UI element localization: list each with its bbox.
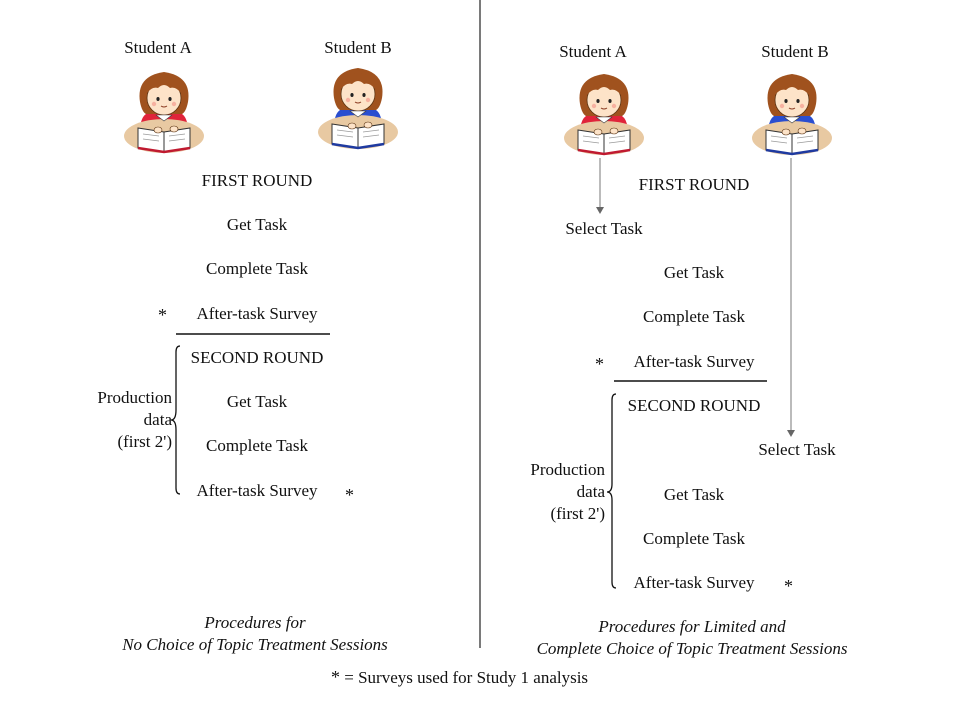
footnote-star: *	[331, 667, 340, 687]
right-production-line-2: data	[576, 482, 605, 501]
student-a-illustration-left	[124, 71, 205, 154]
right-select-task-a: Select Task	[565, 219, 643, 238]
right-get-task-2: Get Task	[663, 485, 725, 504]
left-get-task-1: Get Task	[226, 215, 288, 234]
right-caption-line-1: Procedures for Limited and	[598, 617, 786, 636]
left-survey-1: After-task Survey	[196, 304, 318, 323]
right-survey-2-star: *	[784, 576, 793, 596]
left-survey-2-star: *	[345, 485, 354, 505]
right-production-bracket	[606, 393, 617, 589]
student-b-illustration-left	[318, 67, 399, 150]
left-survey-1-star: *	[158, 305, 167, 325]
left-get-task-2: Get Task	[226, 392, 288, 411]
left-student-a-label: Student A	[124, 38, 192, 57]
right-survey-1: After-task Survey	[633, 352, 755, 371]
student-a-illustration-right	[564, 73, 645, 156]
left-survey-2: After-task Survey	[196, 481, 318, 500]
footnote-text: = Surveys used for Study 1 analysis	[344, 668, 589, 687]
right-survey-2: After-task Survey	[633, 573, 755, 592]
left-second-round: SECOND ROUND	[190, 348, 324, 367]
right-student-b-label: Student B	[761, 42, 829, 61]
left-caption-line-2: No Choice of Topic Treatment Sessions	[122, 635, 388, 654]
left-production-line-3: (first 2')	[117, 432, 172, 451]
left-student-b-label: Student B	[324, 38, 392, 57]
left-production-line-1: Production	[97, 388, 172, 407]
right-select-task-b: Select Task	[758, 440, 836, 459]
left-complete-task-2: Complete Task	[206, 436, 308, 455]
student-b-illustration-right	[752, 73, 833, 156]
right-survey-1-star: *	[595, 354, 604, 374]
right-first-round: FIRST ROUND	[638, 175, 750, 194]
left-production-line-2: data	[143, 410, 172, 429]
right-get-task-1: Get Task	[663, 263, 725, 282]
footnote: * = Surveys used for Study 1 analysis	[331, 668, 588, 686]
left-complete-task-1: Complete Task	[206, 259, 308, 278]
left-first-round: FIRST ROUND	[201, 171, 313, 190]
right-production-line-3: (first 2')	[550, 504, 605, 523]
right-second-round: SECOND ROUND	[627, 396, 761, 415]
right-student-a-label: Student A	[559, 42, 627, 61]
left-caption-line-1: Procedures for	[204, 613, 306, 632]
right-caption-line-2: Complete Choice of Topic Treatment Sessi…	[536, 639, 848, 658]
right-production-line-1: Production	[530, 460, 605, 479]
right-complete-task-1: Complete Task	[643, 307, 745, 326]
right-complete-task-2: Complete Task	[643, 529, 745, 548]
left-production-bracket	[170, 345, 181, 495]
